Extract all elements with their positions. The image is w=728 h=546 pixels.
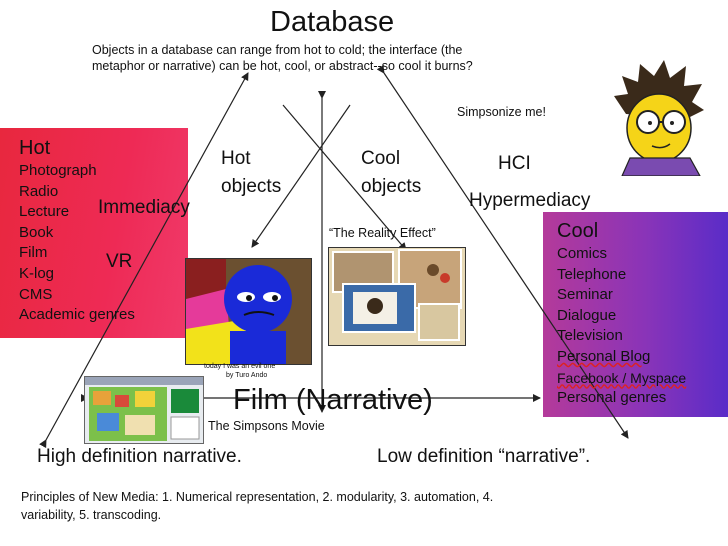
hot-objects-label-1: Hot [221,148,251,169]
hot-item: Book [19,223,54,241]
hot-heading: Hot [19,137,51,159]
cool-item: Television [557,327,623,345]
hot-item: Radio [19,182,59,200]
cool-item: Personal Blog [557,347,651,365]
arrow-right-diagonal [376,64,629,439]
cool-item: Facebook / Myspace [557,369,687,386]
intro-line-1: Objects in a database can range from hot… [92,43,463,57]
film-narrative-label: Film (Narrative) [233,384,433,416]
principles-line-2: variability, 5. transcoding. [21,508,162,522]
hot-item: Lecture [19,203,70,221]
cool-box-list: Cool Comics Telephone Seminar Dialogue T… [557,218,686,409]
cool-objects-label-2: objects [361,176,422,197]
reality-effect-picture [328,247,466,346]
cool-item: Comics [557,245,608,262]
cool-item: Personal genres [557,389,667,407]
hot-objects-label-2: objects [221,176,282,197]
principles-line-1: Principles of New Media: 1. Numerical re… [21,490,494,504]
simpsonized-avatar [614,60,704,176]
simpsons-movie-picture [84,376,204,444]
high-definition-label: High definition narrative. [37,446,242,467]
immediacy-label: Immediacy [98,197,190,218]
hot-item: CMS [19,285,53,303]
reality-effect-collage [329,248,465,345]
hci-label: HCI [498,153,531,174]
low-definition-label: Low definition “narrative”. [377,446,591,467]
cool-heading: Cool [557,220,599,242]
cool-item: Dialogue [557,306,617,324]
vr-label: VR [106,251,133,272]
cool-objects-label-1: Cool [361,148,401,169]
hot-item: Academic genres [19,306,135,324]
picture-caption-1: today I was an evil one [204,363,276,370]
hot-item: Film [19,244,48,262]
simpsons-movie-label: The Simpsons Movie [208,419,325,433]
cool-item: Telephone [557,265,627,283]
evil-one-picture [185,258,312,365]
hot-item: K-log [19,264,55,282]
simpsonize-label: Simpsonize me! [457,105,546,119]
evil-one-drawing [186,259,311,364]
reality-effect-label: “The Reality Effect” [329,226,436,240]
simpsons-movie-screenshot [85,377,203,443]
arrow-left-diagonal [39,72,249,449]
hot-box-list: Hot Photograph Radio Lecture Book Film K… [19,135,135,326]
cool-item: Seminar [557,286,613,304]
hypermediacy-label: Hypermediacy [469,190,591,211]
picture-caption-2: by Turo Ando [226,372,268,379]
arrow-to-hot-objects [251,104,351,248]
hot-item: Photograph [19,162,97,179]
page-title: Database [270,6,395,38]
intro-line-2: metaphor or narrative) can be hot, cool,… [92,59,473,73]
arrow-to-cool-objects [282,104,407,251]
